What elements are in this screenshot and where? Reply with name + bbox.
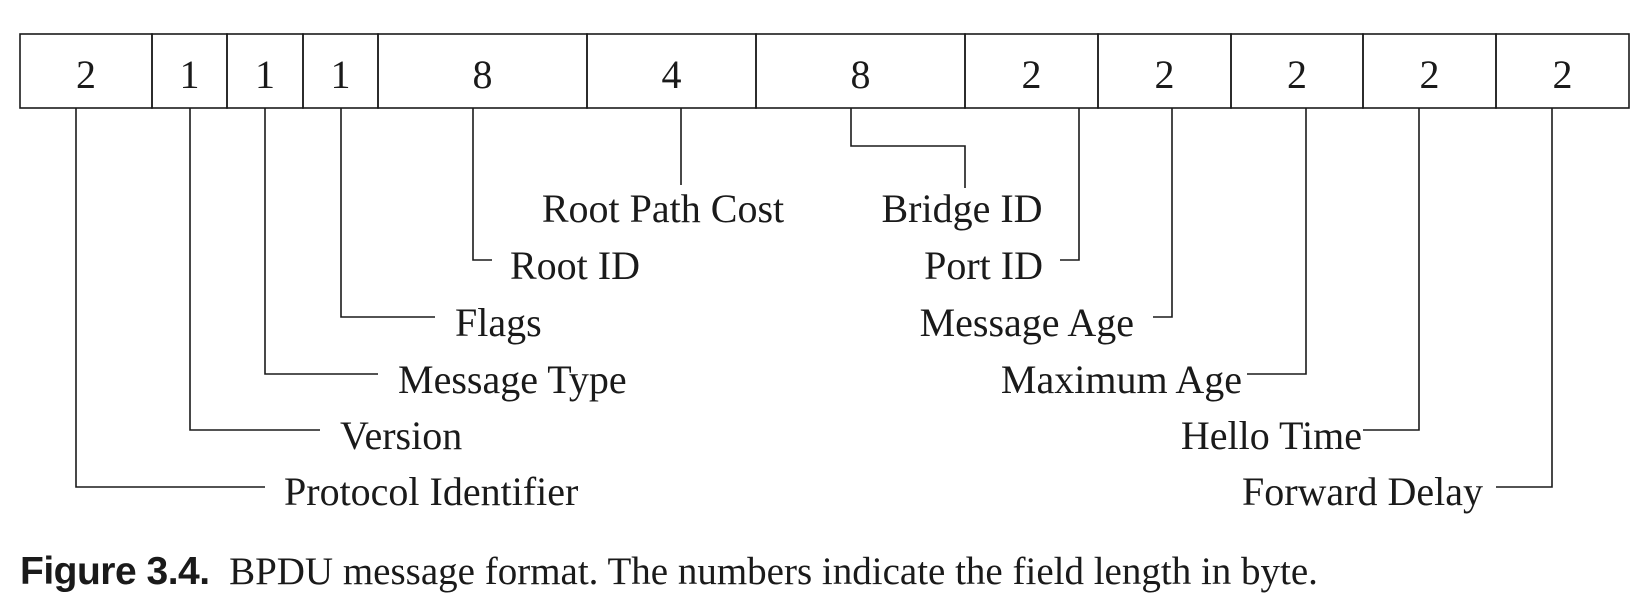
field-label-port-id: Port ID xyxy=(924,243,1043,288)
field-label-root-id: Root ID xyxy=(510,243,640,288)
leader-line-forward-delay xyxy=(1496,108,1553,488)
field-label-flags: Flags xyxy=(455,300,542,345)
field-label-root-path-cost: Root Path Cost xyxy=(542,186,784,231)
leader-line-root-id xyxy=(472,108,492,261)
leader-line-version xyxy=(189,108,320,431)
field-size-root-path-cost: 4 xyxy=(662,52,682,97)
field-size-maximum-age: 2 xyxy=(1287,52,1307,97)
field-size-flags: 1 xyxy=(331,52,351,97)
leader-line-maximum-age xyxy=(1247,108,1307,375)
field-size-protocol-identifier: 2 xyxy=(76,52,96,97)
field-label-bridge-id: Bridge ID xyxy=(881,186,1042,231)
field-label-protocol-identifier: Protocol Identifier xyxy=(284,469,578,514)
field-label-version: Version xyxy=(340,413,462,458)
field-label-hello-time: Hello Time xyxy=(1181,413,1362,458)
field-label-forward-delay: Forward Delay xyxy=(1242,469,1483,514)
bpdu-format-diagram: 2 1 1 1 8 4 8 2 2 2 2 2 Protocol Identifier Version M… xyxy=(19,33,1630,514)
field-size-message-age: 2 xyxy=(1155,52,1175,97)
field-size-version: 1 xyxy=(180,52,200,97)
caption-text: BPDU message format. The numbers indicat… xyxy=(229,550,1318,593)
field-size-hello-time: 2 xyxy=(1420,52,1440,97)
field-size-bridge-id: 8 xyxy=(851,52,871,97)
leader-line-message-type xyxy=(264,108,378,375)
leader-line-protocol-identifier xyxy=(75,108,265,488)
field-size-root-id: 8 xyxy=(473,52,493,97)
field-size-port-id: 2 xyxy=(1022,52,1042,97)
field-box-forward-delay xyxy=(1495,33,1630,109)
leader-line-port-id xyxy=(1060,108,1080,261)
leader-line-bridge-id xyxy=(850,108,966,188)
leader-line-message-age xyxy=(1153,108,1173,318)
field-size-message-type: 1 xyxy=(255,52,275,97)
field-label-maximum-age: Maximum Age xyxy=(1001,357,1242,402)
field-size-forward-delay: 2 xyxy=(1553,52,1573,97)
figure-caption: Figure 3.4. BPDU message format. The num… xyxy=(20,552,1318,591)
field-label-message-age: Message Age xyxy=(920,300,1134,345)
caption-label: Figure 3.4. xyxy=(20,550,210,593)
field-label-message-type: Message Type xyxy=(398,357,627,402)
leader-line-hello-time xyxy=(1363,108,1420,431)
leader-line-flags xyxy=(340,108,435,318)
